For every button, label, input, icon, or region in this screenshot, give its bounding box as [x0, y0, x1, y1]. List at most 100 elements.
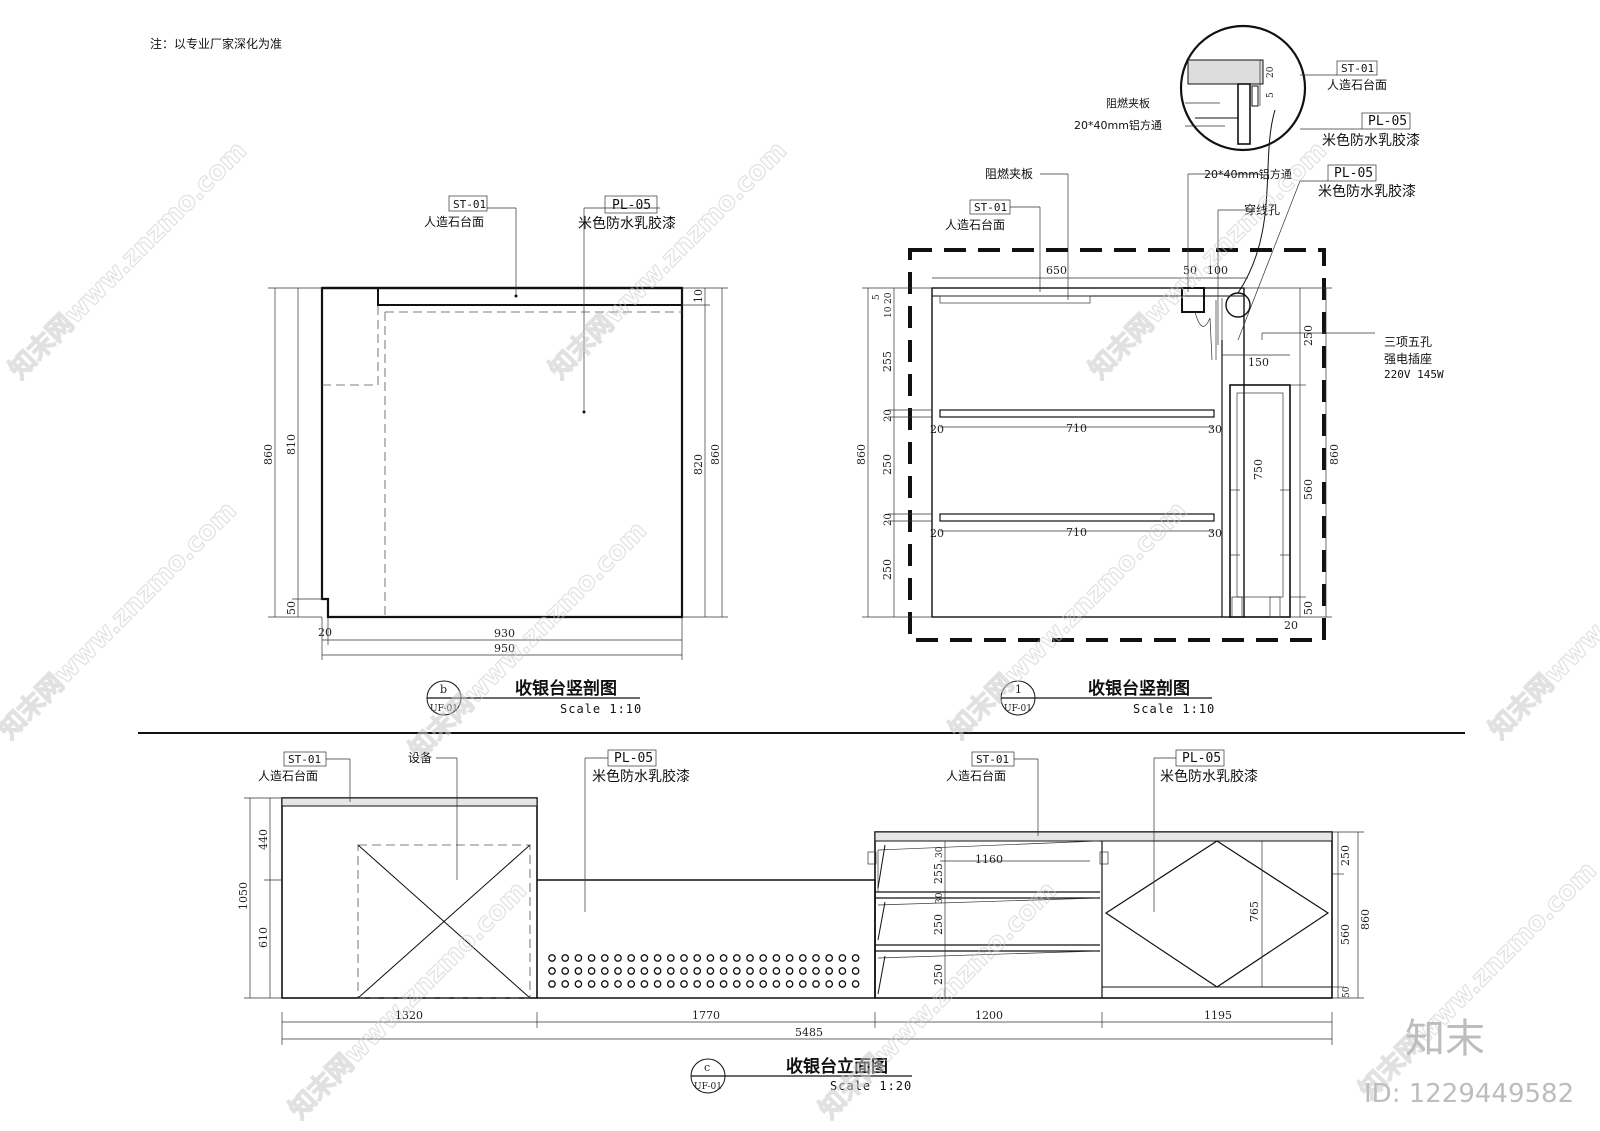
dim-c-r50: 50	[1342, 986, 1352, 998]
perforation-dot	[587, 980, 596, 988]
watermark-site-1: 知末网www.znzmo.com	[4, 136, 253, 385]
dim-1-560: 560	[1302, 479, 1315, 500]
perforation-dot	[812, 954, 820, 962]
perforation-dot	[548, 980, 556, 988]
dim-1-860: 860	[855, 444, 868, 465]
perforation-dot	[732, 967, 741, 975]
perforation-dot	[666, 980, 675, 988]
view-b-section: ST-01 人造石台面 PL-05 米色防水乳胶漆 860 810 50 20 …	[262, 195, 728, 716]
dim-1-5: 5	[872, 294, 882, 300]
perforation-dot	[574, 954, 583, 962]
perforation-dot	[680, 967, 688, 975]
perforation-dots	[548, 954, 860, 988]
label-fire-board: 阻燃夹板	[985, 166, 1033, 181]
perforation-dot	[759, 980, 768, 988]
dim-1-s20a: 20	[930, 423, 944, 436]
perforation-dot	[772, 954, 781, 962]
perforation-dot	[838, 954, 847, 962]
perforation-dot	[548, 954, 556, 962]
label-equipment: 设备	[408, 751, 432, 765]
perforation-dot	[653, 967, 662, 975]
dim-1-250r: 250	[1302, 325, 1315, 346]
view-c-title: 收银台立面图	[786, 1056, 888, 1077]
tag-st01-b: ST-01	[453, 198, 486, 211]
dim-1-20b: 20	[883, 409, 894, 422]
watermark-site-7: 知末网www.znzmo.com	[1484, 496, 1600, 745]
watermark-site-4: 知末网www.znzmo.com	[0, 496, 243, 745]
perforation-dot	[785, 980, 794, 988]
perforation-dot	[706, 954, 715, 962]
label-latex-paint-1: 米色防水乳胶漆	[1318, 183, 1416, 200]
watermark-layer: 知末网www.znzmo.com 知末网www.znzmo.com 知末网www…	[0, 135, 1600, 1125]
dim-1-s30b: 30	[1208, 527, 1222, 540]
label-cable-hole: 穿线孔	[1244, 202, 1280, 217]
dim-b-10: 10	[692, 289, 705, 303]
perforation-dot	[825, 954, 834, 962]
label-latex-paint-c2: 米色防水乳胶漆	[1160, 768, 1258, 785]
perforation-dot	[732, 980, 741, 988]
label-latex-paint-detail: 米色防水乳胶漆	[1322, 132, 1420, 149]
tag-pl05-detail: PL-05	[1368, 114, 1407, 129]
tag-pl05-c2: PL-05	[1182, 751, 1221, 766]
perforation-dot	[706, 980, 715, 988]
dim-b-20: 20	[318, 626, 332, 639]
dim-1-250b: 250	[881, 559, 894, 580]
perforation-dot	[600, 980, 609, 988]
perforation-dot	[785, 954, 794, 962]
perforation-dot	[746, 980, 754, 988]
dim-1-20a: 20	[884, 292, 894, 304]
dim-c-30b: 30	[935, 892, 945, 904]
view-1-section: 20 5 阻燃夹板 20*40mm铝方通 ST-01 人造石台面 PL-05 米…	[855, 24, 1444, 716]
dim-b-860-left: 860	[262, 444, 275, 465]
label-fire-board-detail: 阻燃夹板	[1106, 96, 1150, 110]
perforation-dot	[798, 954, 807, 962]
perforation-dot	[746, 954, 754, 962]
view-b-id: b	[440, 683, 447, 696]
tag-st01-1: ST-01	[974, 201, 1007, 214]
dim-1-255: 255	[881, 351, 894, 372]
view-b-sheet: UF-01	[430, 704, 458, 714]
detail-dim-20: 20	[1266, 66, 1276, 78]
dim-1-650: 650	[1046, 264, 1067, 277]
dim-b-930: 930	[494, 627, 515, 640]
watermark-site-8: 知末网www.znzmo.com	[284, 876, 533, 1125]
perforation-dot	[587, 954, 596, 962]
label-socket-3: 220V 145W	[1384, 368, 1444, 381]
label-stone-top-c2: 人造石台面	[946, 768, 1006, 783]
dim-c-r860: 860	[1359, 909, 1372, 930]
perforation-dot	[614, 967, 622, 975]
dim-c-1050: 1050	[237, 882, 250, 910]
view-1-title: 收银台竖剖图	[1088, 678, 1190, 699]
perforation-dot	[614, 980, 622, 988]
perforation-dot	[772, 980, 781, 988]
perforation-dot	[627, 954, 636, 962]
perforation-dot	[627, 980, 636, 988]
view-c-scale: Scale 1:20	[830, 1079, 912, 1093]
detail-dim-5: 5	[1266, 92, 1276, 98]
perforation-dot	[693, 980, 702, 988]
view-c-id: c	[704, 1061, 710, 1074]
dim-1-20c: 20	[883, 513, 894, 526]
perforation-dot	[693, 967, 702, 975]
perforation-dot	[680, 954, 688, 962]
perforation-dot	[574, 980, 583, 988]
perforation-dot	[785, 967, 794, 975]
perforation-dot	[627, 967, 636, 975]
tag-pl05-b: PL-05	[612, 198, 651, 213]
watermark-id: ID: 1229449582	[1364, 1079, 1574, 1109]
dim-1-100: 100	[1207, 264, 1228, 277]
label-socket-1: 三项五孔	[1384, 335, 1432, 349]
label-stone-top-1: 人造石台面	[945, 217, 1005, 232]
perforation-dot	[640, 967, 649, 975]
perforation-dot	[732, 954, 741, 962]
perforation-dot	[825, 980, 834, 988]
sheet-note: 注：以专业厂家深化为准	[150, 36, 282, 51]
label-latex-paint-c1: 米色防水乳胶漆	[592, 768, 690, 785]
perforation-dot	[719, 967, 728, 975]
view-c-elevation: ST-01 人造石台面 设备 PL-05 米色防水乳胶漆 ST-01 人造石台面…	[237, 749, 1372, 1094]
perforation-dot	[574, 967, 583, 975]
perforation-dot	[719, 954, 728, 962]
dim-1-s30a: 30	[1208, 423, 1222, 436]
perforation-dot	[772, 967, 781, 975]
dim-c-440: 440	[257, 829, 270, 850]
